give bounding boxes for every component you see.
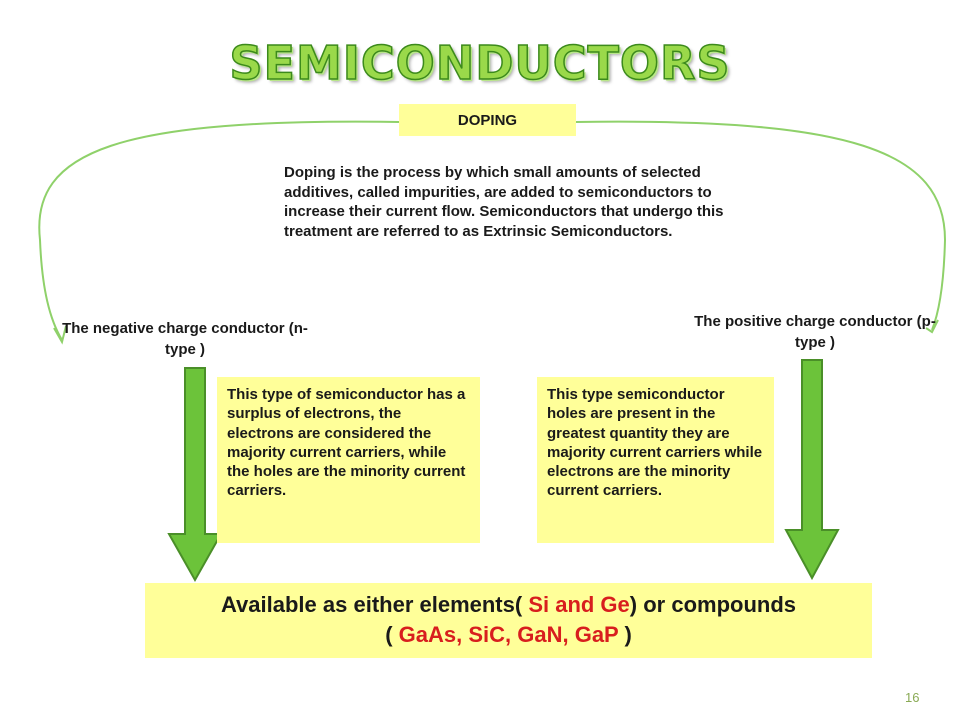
doping-label: DOPING [399,104,576,136]
page-title: SEMICONDUCTORS [229,35,731,91]
page-number: 16 [905,690,920,705]
summary-text-2: ) or compounds [629,592,797,617]
compounds-highlight: GaAs, SiC, GaN, GaP [398,622,619,647]
doping-definition: Doping is the process by which small amo… [284,164,724,240]
summary-text-3: ( [385,622,399,647]
elements-highlight: Si and Ge [528,592,630,617]
summary-text-4: ) [618,622,632,647]
p-type-description: This type semiconductor holes are presen… [537,377,774,543]
n-type-description: This type of semiconductor has a surplus… [217,377,480,543]
availability-summary: Available as either elements( Si and Ge)… [145,583,872,658]
p-type-label: The positive charge conductor (p-type ) [694,313,936,351]
n-type-label: The negative charge conductor (n-type ) [62,320,308,358]
summary-text-1: Available as either elements( [220,592,529,617]
p-type-down-arrow-icon [784,359,840,581]
n-type-down-arrow-icon [167,367,223,583]
